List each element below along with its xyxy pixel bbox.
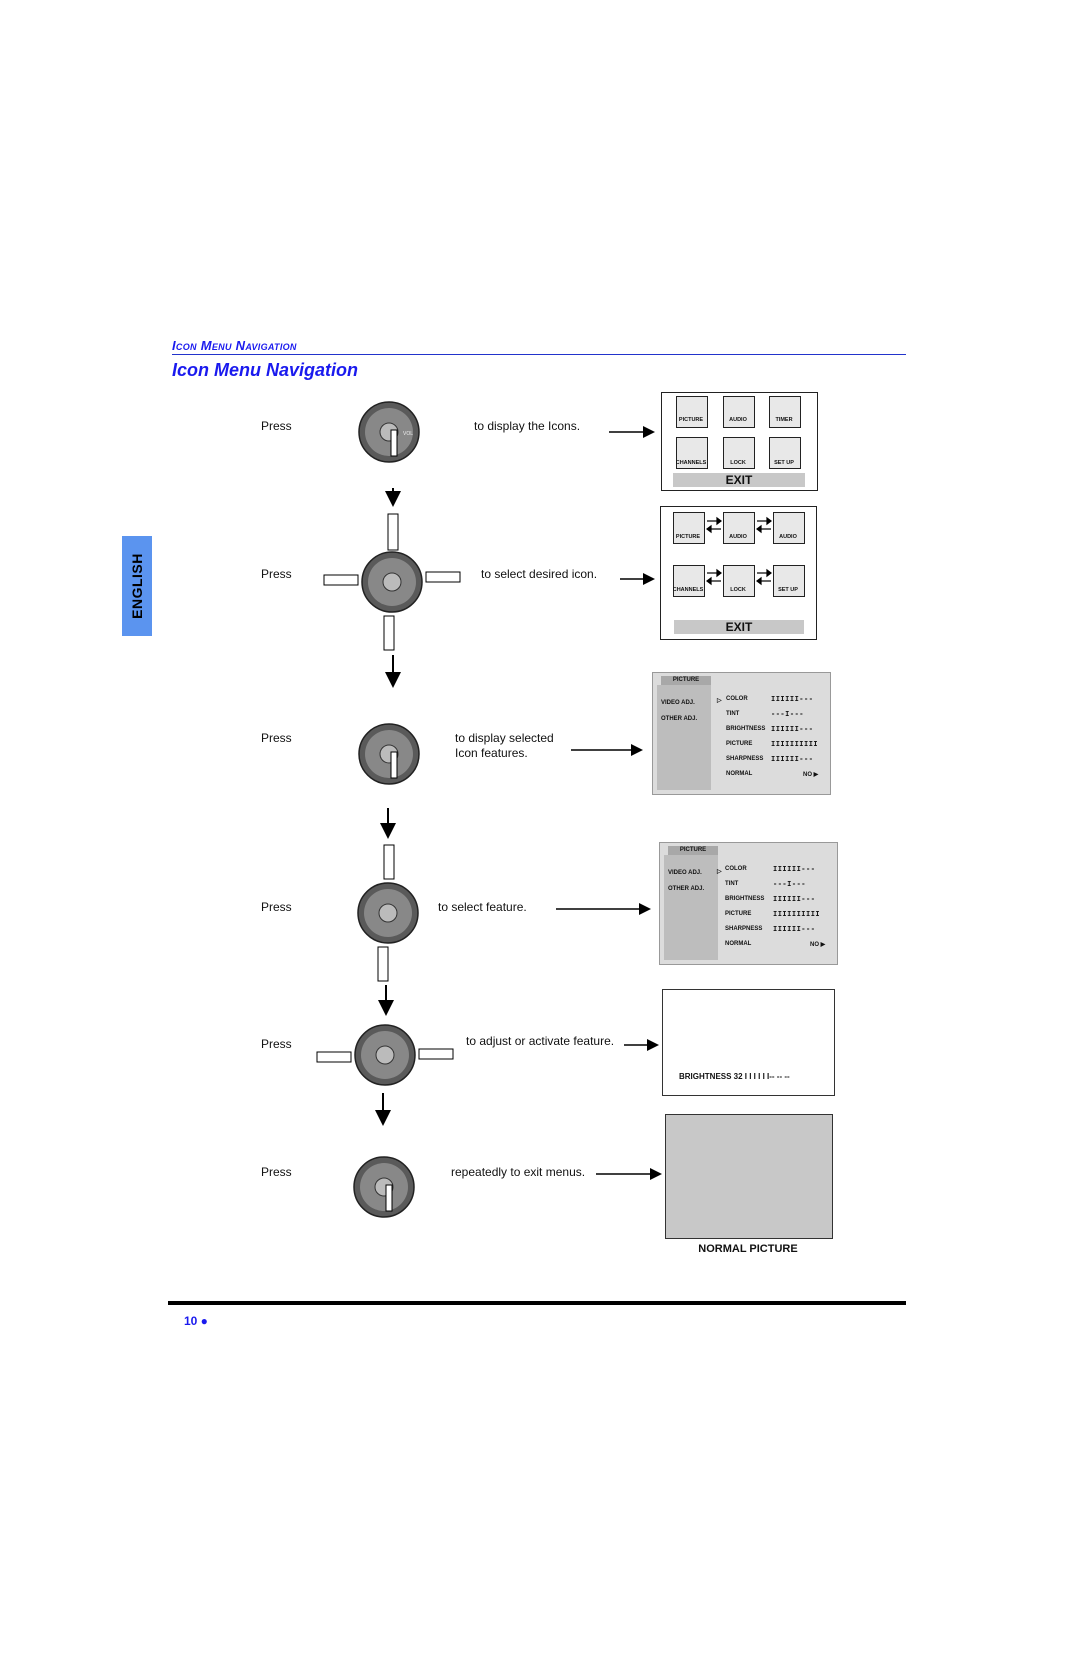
- press-label: Press: [261, 1165, 292, 1179]
- channels-icon: [676, 437, 708, 469]
- icon-label: PICTURE: [675, 534, 701, 540]
- timer-icon: [769, 396, 801, 428]
- adjust-screen: BRIGHTNESS 32 I I I I I I-- -- --: [662, 989, 835, 1096]
- icon-menu-screen: PICTURE AUDIO TIMER CHANNELS LOCK SET UP…: [661, 392, 818, 491]
- picture-icon: [673, 512, 705, 544]
- feature-bar: IIIIII---: [773, 895, 816, 903]
- press-label: Press: [261, 1037, 292, 1051]
- step-2-text: to select desired icon.: [481, 567, 598, 581]
- step-5-text: to adjust or activate feature.: [466, 1034, 615, 1048]
- icon-label: SET UP: [774, 460, 794, 466]
- feature-tint: TINT: [725, 881, 739, 887]
- picture-icon: [676, 396, 708, 428]
- press-label: Press: [261, 419, 292, 433]
- icon-label: LOCK: [730, 587, 746, 593]
- menu-tab: PICTURE: [661, 676, 711, 685]
- icon-label: CHANNELS: [672, 587, 704, 593]
- exit-button: EXIT: [674, 620, 804, 634]
- navigation-arrows-icon: [706, 516, 772, 586]
- remote-dial-up-down-icon: [357, 844, 419, 982]
- icon-label: CHANNELS: [675, 460, 707, 466]
- remote-dial-left-right-icon: [316, 1024, 454, 1086]
- feature-sharpness: SHARPNESS: [725, 926, 763, 932]
- menu-item-other-adj: OTHER ADJ.: [661, 716, 698, 722]
- setup-icon: [769, 437, 801, 469]
- step-3-text-line2: Icon features.: [455, 746, 528, 760]
- icon-label: SET UP: [778, 587, 798, 593]
- feature-bar: IIIIII---: [771, 755, 814, 763]
- pointer-icon: ▷: [717, 698, 722, 704]
- channels-icon: [673, 565, 705, 597]
- remote-dial-four-way-icon: [323, 513, 461, 651]
- feature-bar: IIIIII---: [771, 725, 814, 733]
- pointer-icon: ▷: [717, 869, 722, 875]
- normal-picture-caption: NORMAL PICTURE: [698, 1243, 798, 1255]
- feature-brightness: BRIGHTNESS: [726, 726, 766, 732]
- feature-brightness: BRIGHTNESS: [725, 896, 765, 902]
- step-4-text: to select feature.: [438, 900, 527, 914]
- feature-normal: NORMAL: [726, 771, 753, 777]
- menu-tab: PICTURE: [668, 846, 718, 855]
- feature-color: COLOR: [726, 696, 748, 702]
- picture-menu-select-screen: PICTURE VIDEO ADJ. OTHER ADJ. ▷ COLOR II…: [659, 842, 838, 965]
- step-1-text: to display the Icons.: [474, 419, 581, 433]
- footer-rule: [168, 1301, 906, 1305]
- feature-bar: ---I---: [771, 710, 805, 718]
- menu-item-other-adj: OTHER ADJ.: [668, 886, 705, 892]
- lock-icon: [723, 437, 755, 469]
- setup-icon: [773, 565, 805, 597]
- feature-bar: IIIIII---: [773, 925, 816, 933]
- feature-tint: TINT: [726, 711, 740, 717]
- icon-label: AUDIO: [729, 534, 747, 540]
- icon-label: AUDIO: [779, 534, 797, 540]
- feature-sharpness: SHARPNESS: [726, 756, 764, 762]
- audio-icon: [723, 396, 755, 428]
- icon-label: TIMER: [775, 417, 793, 423]
- press-label: Press: [261, 567, 292, 581]
- feature-normal: NORMAL: [725, 941, 752, 947]
- menu-item-video-adj: VIDEO ADJ.: [668, 870, 702, 876]
- feature-bar: ---I---: [773, 880, 807, 888]
- feature-picture: PICTURE: [725, 911, 752, 917]
- menu-item-video-adj: VIDEO ADJ.: [661, 700, 695, 706]
- icon-menu-select-screen: PICTURE AUDIO AUDIO CHANNELS LOCK SET UP…: [660, 506, 817, 640]
- step-3-text: to display selected Icon features.: [455, 731, 554, 761]
- menu-left-panel: [657, 685, 711, 790]
- feature-bar: IIIIII---: [771, 695, 814, 703]
- feature-picture: PICTURE: [726, 741, 753, 747]
- lock-icon: [723, 565, 755, 597]
- normal-value: NO ▶: [810, 942, 826, 948]
- audio-icon: [773, 512, 805, 544]
- page-number: 10 ●: [184, 1314, 208, 1328]
- running-head: Icon Menu Navigation: [172, 338, 297, 353]
- exit-button: EXIT: [673, 473, 805, 487]
- remote-dial-icon: VOL: [358, 401, 420, 463]
- normal-value: NO ▶: [803, 772, 819, 778]
- press-label: Press: [261, 900, 292, 914]
- icon-label: PICTURE: [678, 417, 704, 423]
- feature-bar: IIIIIIIIII: [771, 740, 819, 748]
- feature-bar: IIIIIIIIII: [773, 910, 821, 918]
- remote-dial-icon: [358, 723, 420, 785]
- brightness-readout: BRIGHTNESS 32 I I I I I I-- -- --: [679, 1072, 790, 1081]
- feature-bar: IIIIII---: [773, 865, 816, 873]
- page-title: Icon Menu Navigation: [172, 360, 359, 380]
- step-6-text: repeatedly to exit menus.: [451, 1165, 586, 1179]
- audio-icon: [723, 512, 755, 544]
- icon-label: LOCK: [730, 460, 746, 466]
- language-tab: ENGLISH: [122, 536, 152, 636]
- press-label: Press: [261, 731, 292, 745]
- picture-menu-screen: PICTURE VIDEO ADJ. OTHER ADJ. ▷ COLOR II…: [652, 672, 831, 795]
- header-rule: [172, 354, 906, 355]
- step-3-text-line1: to display selected: [455, 731, 554, 745]
- icon-label: AUDIO: [729, 417, 747, 423]
- feature-color: COLOR: [725, 866, 747, 872]
- vol-label: VOL: [403, 431, 413, 437]
- menu-left-panel: [664, 855, 718, 960]
- remote-dial-icon: [353, 1156, 415, 1218]
- normal-picture-screen: [665, 1114, 833, 1239]
